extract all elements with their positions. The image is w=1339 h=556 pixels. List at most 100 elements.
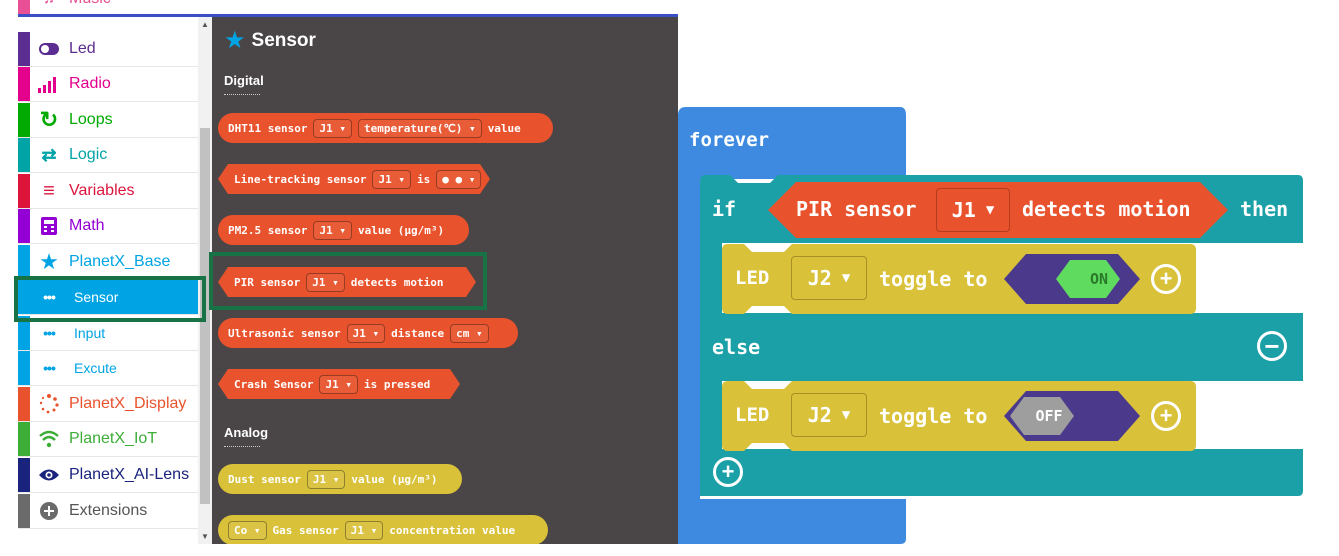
analog-heading: Analog [224,425,269,440]
led-label: LED [735,267,770,289]
led-port-dropdown[interactable]: J2 ▼ [791,256,867,300]
off-switch-shape[interactable] [1004,391,1140,441]
category-radio[interactable]: Radio [18,67,198,102]
toggle-icon [38,38,60,60]
category-label: Led [69,40,96,57]
toolbox-top-border [18,14,678,17]
category-sensor[interactable]: ••• Sensor [18,280,198,315]
category-led[interactable]: Led [18,32,198,67]
heading-underline [224,94,260,95]
category-label: PlanetX_Display [69,395,187,412]
chevron-down-icon: ▼ [985,202,995,218]
category-extensions[interactable]: Extensions [18,494,198,529]
dht11-sensor-block[interactable]: DHT11 sensor J1 temperature(℃) value [218,113,553,143]
wifi-icon [38,428,60,450]
port-dropdown[interactable]: J1 [306,273,345,292]
crash-sensor-block[interactable]: Crash Sensor J1 is pressed [218,369,460,399]
toggle-to-label: toggle to [879,404,988,428]
category-color-strip [18,245,30,279]
plus-circle-icon[interactable]: + [713,457,743,487]
eye-icon [38,464,60,486]
on-state-label: ON [1089,270,1109,288]
if-label: if [712,197,737,221]
category-planetx-ai-lens[interactable]: PlanetX_AI-Lens [18,458,198,493]
on-switch-shape[interactable] [1004,254,1140,304]
category-color-strip [18,103,30,137]
minus-circle-icon[interactable]: − [1257,331,1287,361]
category-label: Input [74,325,106,341]
category-excute[interactable]: ••• Excute [18,351,198,386]
category-label: Excute [74,360,117,376]
if-else-block[interactable]: if then else − + [700,175,1304,497]
pir-sensor-block[interactable]: PIR sensor J1 detects motion [218,267,476,297]
pir-sensor-label: PIR sensor [796,197,917,221]
scroll-down-icon[interactable]: ▼ [201,532,209,541]
category-planetx-display[interactable]: PlanetX_Display [18,387,198,422]
then-label: then [1240,197,1289,221]
flyout-title: ★ Sensor [224,27,316,54]
pir-block-highlight-box [209,252,487,310]
category-color-strip [18,138,30,172]
led-toggle-on-block[interactable]: LED J2 ▼ toggle to ON + [722,244,1196,314]
port-dropdown[interactable]: J1 [313,220,352,240]
category-math[interactable]: Math [18,209,198,244]
sensor-category-highlight-box [14,276,206,322]
category-color-strip [18,0,30,16]
led-port-dropdown[interactable]: J2 ▼ [791,393,867,437]
pm25-sensor-block[interactable]: PM2.5 sensor J1 value (µg/m³) [218,215,469,245]
if-else-block-shape [700,175,1303,496]
digital-heading: Digital [224,73,264,88]
else-label: else [712,335,761,359]
category-planetx-base[interactable]: ★ PlanetX_Base [18,245,198,280]
spinner-icon [38,393,60,415]
port-dropdown[interactable]: J1 [372,170,411,189]
port-dropdown[interactable]: J1 [346,323,386,343]
category-loops[interactable]: ↻ Loops [18,103,198,138]
category-label: Radio [69,75,111,92]
port-dropdown[interactable]: J1 [306,469,346,489]
category-label: PlanetX_IoT [69,430,158,447]
signal-bars-icon [38,73,60,95]
measurement-dropdown[interactable]: temperature(℃) [357,118,482,138]
category-color-strip [18,67,30,101]
port-dropdown[interactable]: J1 [313,118,352,138]
category-label: Loops [69,111,113,128]
unit-dropdown[interactable]: cm [450,323,489,343]
calculator-icon [38,215,60,237]
port-dropdown[interactable]: J1 [344,520,384,540]
category-planetx-iot[interactable]: PlanetX_IoT [18,422,198,457]
gas-sensor-block[interactable]: Co Gas sensor J1 concentration value [218,515,548,544]
line-tracking-sensor-block[interactable]: Line-tracking sensor J1 is ● ● [218,164,490,194]
category-label: Extensions [69,502,148,519]
category-variables[interactable]: ≡ Variables [18,174,198,209]
category-input[interactable]: ••• Input [18,316,198,351]
category-sidebar: ♫ Music Led Radio ↻ Loops ⇄ Logic ≡ Vari… [18,0,198,542]
pir-port-dropdown[interactable]: J1 ▼ [936,188,1010,232]
star-icon: ★ [224,27,246,54]
port-dropdown[interactable]: J1 [319,375,358,394]
forever-block[interactable]: forever [678,107,908,544]
list-icon: ≡ [43,179,55,202]
category-color-strip [18,458,30,492]
block-flyout: ★ Sensor Digital DHT11 sensor J1 tempera… [212,16,678,544]
scroll-up-icon[interactable]: ▲ [201,20,209,29]
music-icon: ♫ [38,0,60,10]
category-label: Music [69,0,111,8]
plus-circle-icon[interactable]: + [1151,264,1181,294]
state-dropdown[interactable]: ● ● [436,170,481,189]
gas-type-dropdown[interactable]: Co [228,520,267,540]
chevron-down-icon: ▼ [841,407,851,423]
heading-underline [224,446,260,447]
ultrasonic-sensor-block[interactable]: Ultrasonic sensor J1 distance cm [218,318,518,348]
category-color-strip [18,32,30,66]
led-toggle-off-block[interactable]: LED J2 ▼ toggle to OFF + [722,381,1196,451]
dust-sensor-block[interactable]: Dust sensor J1 value (µg/m³) [218,464,462,494]
plus-circle-icon [38,500,60,522]
star-icon: ★ [39,249,59,274]
dots-icon: ••• [43,360,56,376]
category-logic[interactable]: ⇄ Logic [18,138,198,173]
plus-circle-icon[interactable]: + [1151,401,1181,431]
category-label: Math [69,217,105,234]
pir-condition-block[interactable]: PIR sensor J1 ▼ detects motion [768,182,1228,238]
category-color-strip [18,174,30,208]
